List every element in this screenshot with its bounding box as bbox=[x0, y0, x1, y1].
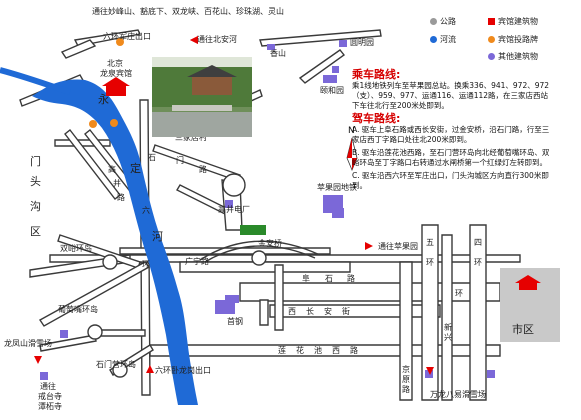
legend-label: 宾馆建筑物 bbox=[498, 17, 538, 26]
road-gaojing-1: 井 bbox=[113, 178, 121, 188]
bus-route-text: 乘1线地铁列车至苹果园总站。换乘336、941、972、972（支）、959、9… bbox=[352, 81, 550, 110]
road-jingyuan-2: 路 bbox=[402, 384, 410, 394]
road-fushi-2: 路 bbox=[347, 273, 355, 283]
legend-item-road: 公路 bbox=[430, 16, 456, 27]
hotel-square-icon bbox=[488, 18, 495, 25]
road-shimen-1: 门 bbox=[176, 155, 184, 165]
road-dot-icon bbox=[430, 18, 437, 25]
hotel-name-2: 龙泉宾馆 bbox=[100, 68, 132, 78]
road-liuhuan-1: 环 bbox=[142, 260, 150, 269]
road-huan-label: 环 bbox=[455, 289, 463, 298]
road-shimen-2: 路 bbox=[199, 164, 207, 174]
sign-dot-icon bbox=[488, 36, 495, 43]
shiqu-area bbox=[500, 268, 560, 342]
yongding-river bbox=[32, 79, 198, 406]
road-gaojing-2: 路 bbox=[117, 192, 125, 202]
label-yiheyuan: 颐和园 bbox=[320, 86, 344, 95]
hotel-sign bbox=[89, 120, 97, 128]
label-wanlong: 万龙八易滑雪场 bbox=[430, 389, 486, 399]
road-sihuan-1: 环 bbox=[474, 258, 482, 267]
road-jingyuan-1: 原 bbox=[402, 375, 410, 384]
hotel-photo bbox=[152, 57, 252, 137]
legend-item-hotel: 宾馆建筑物 bbox=[488, 16, 538, 27]
drive-route-b: B. 驱车沿莲花池西路，至石门营环岛向北经葡萄嘴环岛、双峪环岛至丁字路口右转通过… bbox=[352, 148, 550, 167]
hotel-sign bbox=[116, 38, 124, 46]
label-to-jietai-1: 戒台寺 bbox=[38, 391, 62, 401]
legend-item-other: 其他建筑物 bbox=[488, 51, 538, 62]
label-mentougou-1: 头 bbox=[30, 175, 41, 188]
label-shimenying: 石门营环岛 bbox=[96, 359, 136, 369]
road-xinshi-0: 新 bbox=[444, 322, 452, 332]
label-mentougou-0: 门 bbox=[30, 154, 41, 168]
hotel-name-1: 北京 bbox=[107, 58, 123, 68]
road-guangning: 广宁路 bbox=[185, 256, 209, 266]
road-changan-1: 长 bbox=[306, 306, 314, 316]
road-wuhuan-1: 环 bbox=[426, 258, 434, 267]
road-lianhua-2: 池 bbox=[314, 345, 322, 355]
drive-route-title: 驾车路线: bbox=[352, 112, 401, 125]
drive-route-c: C. 驱车沿西六环至军庄出口，门头沟城区方向直行300米即到。 bbox=[352, 171, 549, 190]
road-liuhuan-0: 六 bbox=[142, 205, 150, 215]
label-to-jietai-2: 潭柘寺 bbox=[38, 401, 62, 411]
legend-label: 宾馆投路牌 bbox=[498, 35, 538, 44]
label-top-destinations: 通往妙峰山、豁底下、双龙峡、百花山、珍珠湖、灵山 bbox=[92, 6, 284, 16]
road-xinshi-1: 兴 bbox=[444, 333, 452, 342]
label-liuhuan-exit: 六环卧龙岗出口 bbox=[155, 365, 211, 375]
legend-item-river: 河流 bbox=[430, 34, 456, 45]
label-xiangshan: 香山 bbox=[270, 48, 286, 58]
label-river-0: 永 bbox=[98, 92, 109, 106]
hotel-marker[interactable] bbox=[102, 77, 130, 96]
road-jingyuan-0: 京 bbox=[402, 364, 410, 374]
road-changan-0: 西 bbox=[288, 307, 296, 316]
label-jz-exit: 六环军庄出口 bbox=[103, 31, 151, 41]
label-sanjiadian: 三家店村 bbox=[175, 132, 207, 142]
other-dot-icon bbox=[488, 53, 495, 60]
road-changan-2: 安 bbox=[324, 306, 332, 316]
green-block bbox=[240, 225, 266, 235]
road-lianhua-0: 莲 bbox=[278, 345, 286, 355]
road-fushi-0: 阜 bbox=[302, 273, 310, 283]
label-gaojing-plant: 高井电厂 bbox=[218, 204, 250, 214]
legend: 公路 宾馆建筑物 河流 宾馆投路牌 其他建筑物 bbox=[430, 16, 580, 66]
drive-route-a: A. 驱车上阜石路或西长安街，过金安桥，沿石门路，行至三家店西丁字路口处往北20… bbox=[352, 125, 550, 144]
route-info: 乘车路线: 乘1线地铁列车至苹果园总站。换乘336、941、972、972（支）… bbox=[352, 68, 552, 194]
road-lianhua-1: 花 bbox=[296, 345, 304, 355]
label-mentougou-3: 区 bbox=[30, 225, 41, 238]
legend-label: 河流 bbox=[440, 35, 456, 44]
label-mentougou-2: 沟 bbox=[30, 200, 41, 213]
label-shiqu: 市区 bbox=[512, 322, 534, 336]
hotel-sign bbox=[110, 119, 118, 127]
legend-label: 公路 bbox=[440, 17, 456, 26]
label-to-pingguoyuan: 通往苹果园 bbox=[378, 241, 418, 251]
legend-item-sign: 宾馆投路牌 bbox=[488, 34, 538, 45]
road-shimen-0: 石 bbox=[148, 153, 156, 162]
road-lianhua-3: 西 bbox=[332, 346, 340, 355]
road-lianhua-4: 路 bbox=[350, 345, 358, 355]
road-sihuan-0: 四 bbox=[474, 238, 482, 247]
legend-label: 其他建筑物 bbox=[498, 52, 538, 61]
label-shougang: 首钢 bbox=[227, 316, 243, 326]
label-longfeng: 龙凤山滑雪场 bbox=[4, 338, 52, 348]
label-to-jietai-0: 通往 bbox=[40, 381, 56, 391]
road-wuhuan-0: 五 bbox=[426, 238, 434, 247]
other-buildings bbox=[40, 40, 495, 380]
compass-n: N bbox=[348, 126, 355, 136]
label-shuangyu: 双峪环岛 bbox=[60, 243, 92, 253]
compass: N bbox=[346, 126, 358, 172]
bus-route-title: 乘车路线: bbox=[352, 68, 401, 81]
label-river-2: 河 bbox=[152, 230, 163, 243]
road-fushi-1: 石 bbox=[325, 274, 333, 283]
road-changan-3: 街 bbox=[342, 306, 350, 316]
label-pingguoyuan: 苹果园地铁 bbox=[317, 182, 357, 192]
label-putaozui: 葡萄嘴环岛 bbox=[58, 304, 98, 314]
label-jinanqiao: 金安桥 bbox=[258, 238, 282, 248]
road-gaojing-0: 高 bbox=[108, 164, 116, 174]
river-dot-icon bbox=[430, 36, 437, 43]
label-river-1: 定 bbox=[130, 161, 141, 175]
label-yuanmingyuan: 圆明园 bbox=[350, 38, 374, 47]
label-to-beian: 通往北安河 bbox=[197, 34, 237, 44]
